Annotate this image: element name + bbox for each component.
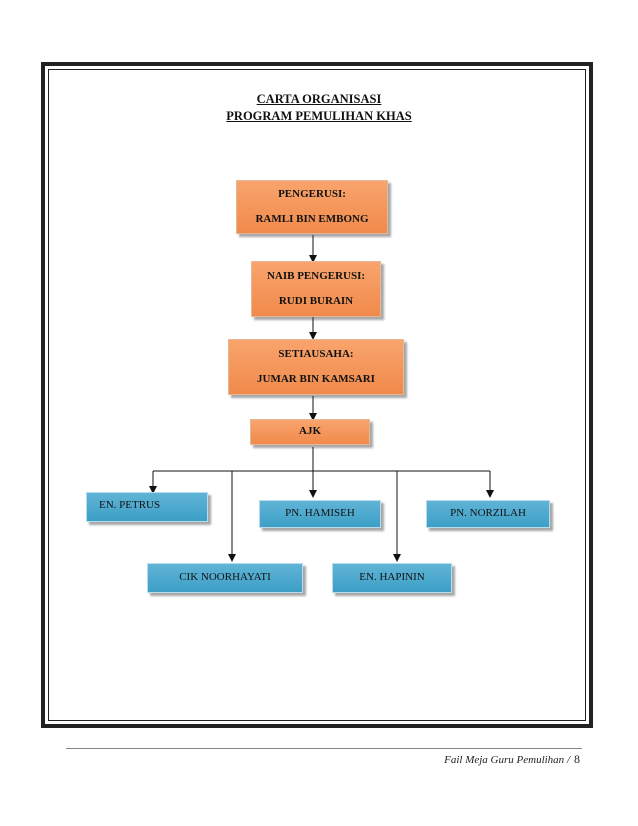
member-label: EN. HAPININ [359,571,425,584]
box-naib-pengerusi: NAIB PENGERUSI: RUDI BURAIN [251,261,381,317]
page-frame-outer [41,62,593,728]
ajk-label: AJK [299,425,321,438]
box-ajk: AJK [250,419,370,445]
page-number: 8 [574,752,580,766]
page-footer: Fail Meja Guru Pemulihan / 8 [444,752,580,767]
footer-rule [66,748,582,749]
chart-title: CARTA ORGANISASI [256,92,382,106]
page-frame-inner [48,69,586,721]
member-label: EN. PETRUS [99,499,161,511]
naib-role: NAIB PENGERUSI: [266,269,366,282]
box-setiausaha: SETIAUSAHA: JUMAR BIN KAMSARI [228,339,404,395]
box-member-norzilah: PN. NORZILAH [426,500,550,528]
member-label: CIK NOORHAYATI [179,571,271,584]
footer-text: Fail Meja Guru Pemulihan [444,754,565,766]
pengerusi-role: PENGERUSI: [278,187,346,200]
box-pengerusi: PENGERUSI: RAMLI BIN EMBONG [236,180,388,234]
box-member-noorhayati: CIK NOORHAYATI [147,563,303,593]
box-member-petrus: EN. PETRUS [86,492,208,522]
member-label: PN. HAMISEH [285,507,355,520]
setiausaha-name: JUMAR BIN KAMSARI [257,373,375,385]
pengerusi-name: RAMLI BIN EMBONG [255,213,369,225]
setiausaha-role: SETIAUSAHA: [278,347,354,360]
chart-subtitle: PROGRAM PEMULIHAN KHAS [226,109,412,123]
naib-name: RUDI BURAIN [278,295,354,307]
box-member-hamiseh: PN. HAMISEH [259,500,381,528]
footer-separator: / [566,754,570,766]
box-member-hapinin: EN. HAPININ [332,563,452,593]
member-label: PN. NORZILAH [450,507,526,520]
